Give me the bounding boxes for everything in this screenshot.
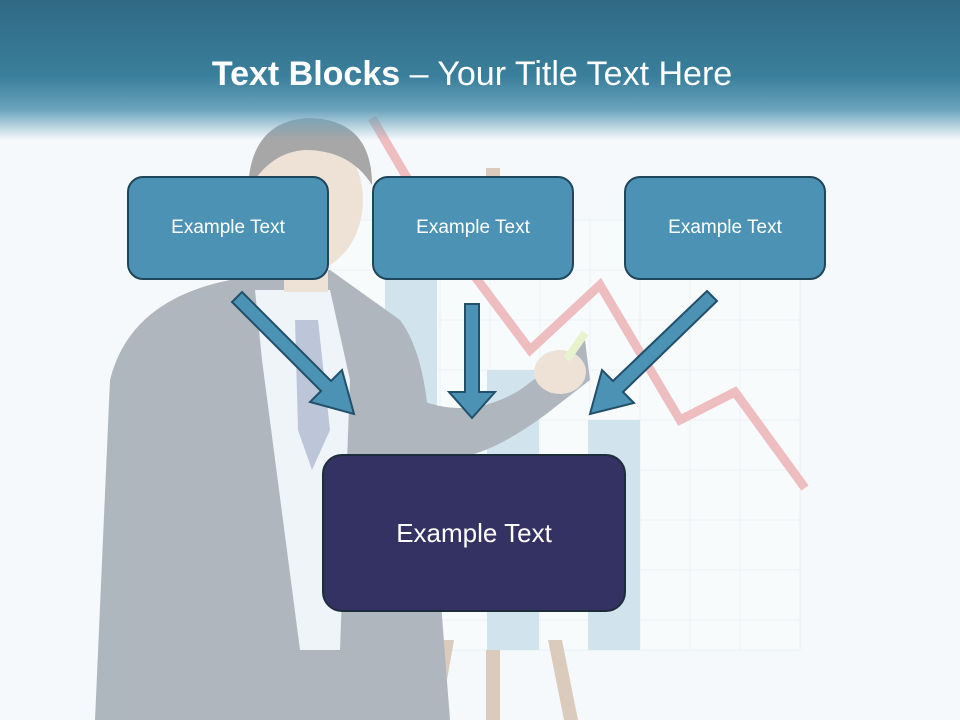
title-bold-text: Text Blocks bbox=[211, 55, 401, 93]
text-block-label: Example Text bbox=[668, 217, 782, 238]
marker bbox=[563, 330, 589, 362]
text-block-right[interactable]: Example Text bbox=[624, 176, 826, 280]
text-block-center[interactable]: Example Text bbox=[372, 176, 574, 280]
main-text-block-label: Example Text bbox=[396, 517, 552, 548]
person-hand bbox=[534, 350, 586, 394]
slide-title: Text Blocks – Your Title Text Here bbox=[0, 52, 944, 96]
text-block-label: Example Text bbox=[171, 217, 285, 238]
easel-leg bbox=[548, 640, 578, 720]
easel-leg bbox=[486, 650, 500, 720]
text-block-left[interactable]: Example Text bbox=[127, 176, 329, 280]
title-dash: – bbox=[400, 55, 438, 93]
title-band bbox=[0, 0, 960, 140]
text-block-label: Example Text bbox=[416, 217, 530, 238]
main-text-block[interactable]: Example Text bbox=[322, 454, 626, 612]
title-rest-text: Your Title Text Here bbox=[437, 55, 733, 93]
